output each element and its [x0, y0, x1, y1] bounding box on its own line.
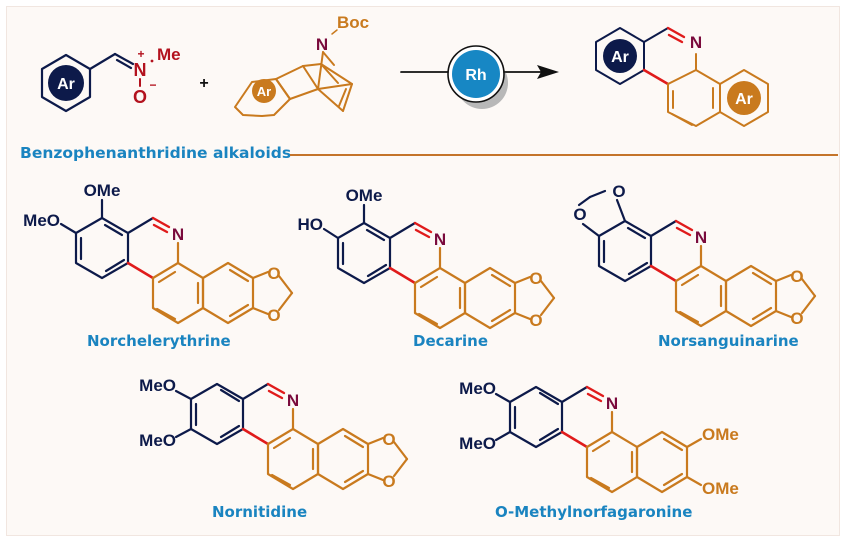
ar-label-left: Ar: [611, 49, 629, 66]
ar-label: Ar: [57, 76, 75, 93]
ar-badge: [603, 39, 637, 73]
product: Ar N Ar: [595, 26, 769, 127]
nitrone-n-charge: +: [137, 47, 144, 61]
arrowhead-icon: [537, 65, 559, 79]
catalyst-badge: [452, 50, 500, 98]
boc-group: Boc: [337, 13, 369, 32]
section-divider: [290, 154, 838, 156]
compound-label: Decarine: [413, 332, 489, 350]
scheme-panel: [6, 6, 840, 536]
ar-badge: [48, 65, 84, 101]
ar-label-right: Ar: [735, 91, 753, 108]
compound-label: Norchelerythrine: [87, 332, 231, 350]
compound-norchelerythrine: OMe MeO N O O: [23, 181, 294, 325]
substituent-ome: OMe: [702, 479, 739, 498]
substituent-ome: OMe: [346, 186, 383, 205]
ring-n: N: [695, 228, 707, 247]
dioxole-o: O: [612, 182, 625, 201]
substituent-ome: OMe: [702, 425, 739, 444]
dioxole-o: O: [382, 430, 395, 449]
section-title: Benzophenanthridine alkaloids: [20, 144, 292, 162]
ring-n: N: [287, 391, 299, 410]
compound-decarine: OMe HO N O O: [298, 186, 556, 330]
nitrone-n: N: [134, 60, 147, 80]
compound-label: Norsanguinarine: [658, 332, 799, 350]
dioxole-o: O: [529, 269, 542, 288]
compound-o-methylnorfagaronine: MeO MeO N OMe OMe: [459, 379, 739, 498]
reactant-nitrone: Ar N + Me O −: [40, 45, 181, 113]
compound-label: Nornitidine: [212, 503, 308, 521]
dioxole-o: O: [529, 311, 542, 330]
nitrone-o: O: [133, 87, 147, 107]
dioxole-o: O: [573, 205, 586, 224]
ring-n: N: [172, 225, 184, 244]
catalyst-label: Rh: [465, 67, 486, 84]
compound-nornitidine: MeO MeO N O O: [139, 376, 409, 491]
dioxole-o: O: [382, 472, 395, 491]
substituent-meo: MeO: [23, 211, 60, 230]
reactant-azabicycle: Ar: [234, 29, 353, 117]
compound-norsanguinarine: O O N O O: [573, 182, 817, 328]
dioxole-o: O: [790, 309, 803, 328]
ar-badge: [252, 79, 276, 103]
ring-n: N: [606, 394, 618, 413]
substituent-meo: MeO: [459, 434, 496, 453]
ar-label: Ar: [257, 84, 271, 99]
reaction-arrow: Rh: [400, 45, 559, 109]
plus-sign: +: [199, 75, 208, 92]
dioxole-o: O: [267, 306, 280, 325]
substituent-meo: MeO: [139, 376, 176, 395]
product-n: N: [690, 33, 702, 52]
substituent-ome: OMe: [84, 181, 121, 200]
substituent-meo: MeO: [459, 379, 496, 398]
nitrone-me: Me: [157, 45, 181, 64]
ar-badge: [727, 81, 761, 115]
azabicycle-n: N: [316, 35, 328, 54]
substituent-meo: MeO: [139, 431, 176, 450]
compound-label: O-Methylnorfagaronine: [495, 503, 693, 521]
nitrone-o-charge: −: [149, 78, 156, 92]
substituent-ho: HO: [298, 215, 324, 234]
dioxole-o: O: [790, 267, 803, 286]
dioxole-o: O: [267, 264, 280, 283]
ring-n: N: [434, 230, 446, 249]
